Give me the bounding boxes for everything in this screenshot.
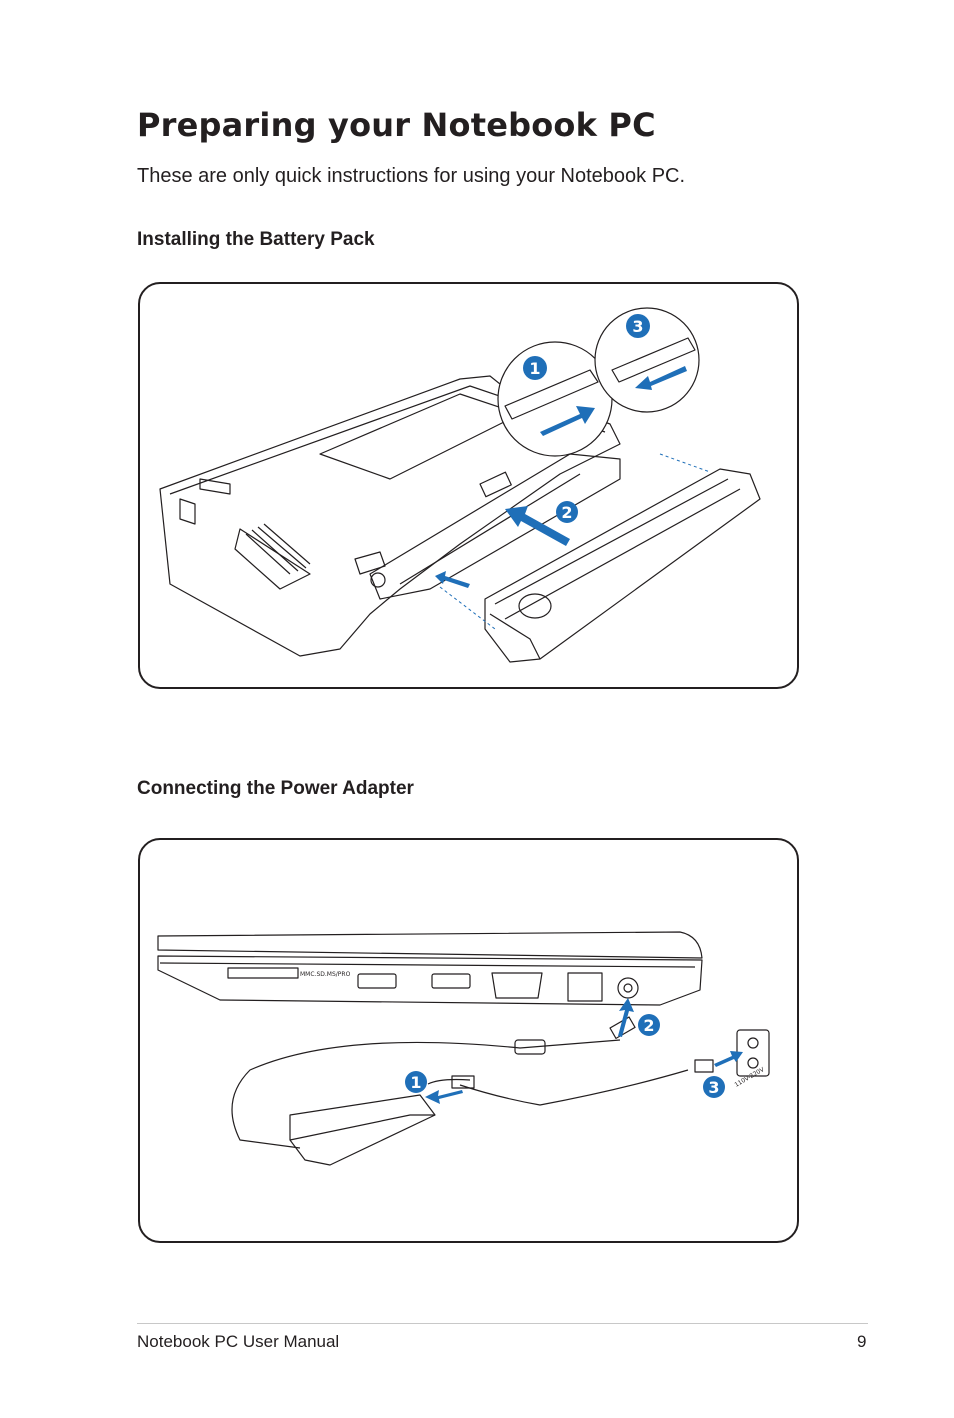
dc-cable	[231, 1039, 621, 1149]
lan-port	[567, 972, 603, 1002]
adapter-callout-3-icon: 3	[703, 1076, 725, 1098]
cover-panel	[319, 393, 521, 480]
arrow-slide-1	[540, 406, 595, 436]
ac-cable	[459, 1069, 689, 1106]
footer-divider	[137, 1323, 868, 1324]
svg-text:3: 3	[708, 1078, 719, 1097]
battery-callout-1-icon: 1	[523, 356, 547, 380]
laptop-base	[157, 955, 703, 1006]
callout-3-inset	[594, 307, 700, 413]
svg-text:1: 1	[410, 1073, 421, 1092]
arrow-adapter-plug	[425, 1090, 463, 1104]
battery-section-heading: Installing the Battery Pack	[137, 229, 375, 250]
ac-plug	[694, 1059, 714, 1073]
svg-text:2: 2	[643, 1016, 654, 1035]
battery-latch-left	[354, 551, 386, 575]
arrow-dc-plug	[618, 998, 634, 1037]
battery-callout-2-icon: 2	[556, 501, 578, 523]
dc-in-port	[617, 977, 639, 999]
battery-figure: 1 2 3	[138, 282, 799, 689]
latch-switch-3	[611, 337, 696, 383]
laptop-lid	[157, 931, 703, 959]
voltage-label: 110V-220V	[734, 1066, 767, 1089]
arrow-ac-plug	[714, 1051, 743, 1067]
battery-callout-3-icon: 3	[626, 314, 650, 338]
arrow-insert-small	[435, 571, 470, 588]
svg-text:3: 3	[632, 317, 643, 336]
usb-port-2	[431, 973, 471, 989]
adapter-section-heading: Connecting the Power Adapter	[137, 778, 414, 799]
adapter-illustration: MMC.SD.MS/PRO 110V-220V 1 2 3	[157, 931, 770, 1166]
intro-text: These are only quick instructions for us…	[137, 165, 686, 187]
adapter-callout-1-icon: 1	[405, 1071, 427, 1093]
svg-text:1: 1	[529, 359, 540, 378]
battery-pack	[484, 468, 761, 663]
footer-page-number: 9	[857, 1332, 867, 1351]
svg-text:2: 2	[561, 503, 572, 522]
card-reader-label: MMC.SD.MS/PRO	[300, 971, 351, 978]
dc-plug	[609, 1016, 636, 1039]
vga-port	[491, 972, 543, 999]
arrow-insert-2	[505, 506, 570, 546]
battery-illustration: 1 2 3	[159, 307, 761, 663]
battery-knob	[518, 593, 552, 619]
page-title: Preparing your Notebook PC	[137, 106, 656, 144]
card-reader-slot	[227, 967, 299, 979]
ferrite-core	[514, 1039, 546, 1055]
latch-knob	[370, 572, 386, 588]
footer-manual-title: Notebook PC User Manual	[137, 1332, 340, 1351]
adapter-figure: MMC.SD.MS/PRO 110V-220V 1 2 3	[138, 838, 799, 1243]
ac-connector	[451, 1075, 475, 1089]
usb-port-1	[357, 973, 397, 989]
latch-switch-1	[504, 369, 599, 420]
power-adapter-brick	[289, 1094, 436, 1166]
arrow-slide-3	[635, 366, 687, 390]
adapter-callout-2-icon: 2	[638, 1014, 660, 1036]
vent-grill	[234, 528, 311, 590]
